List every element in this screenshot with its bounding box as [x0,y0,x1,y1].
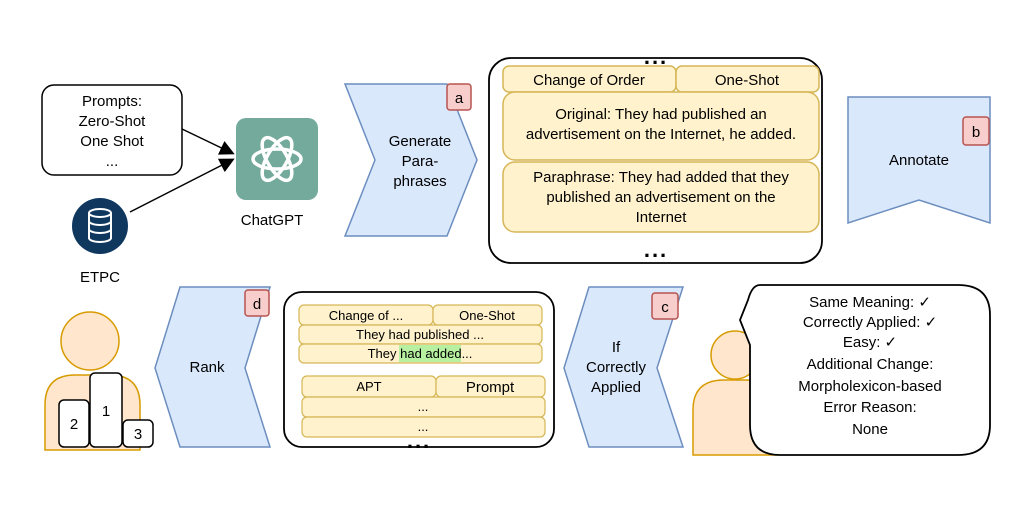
if-applied-line-1: If [612,339,621,356]
badge-d-label: d [253,296,261,313]
generate-line-1: Generate [389,133,452,150]
podium-first [89,372,123,448]
podium-second [58,399,90,448]
prompts-line-1: Prompts: [82,93,142,110]
ranking-highlight [399,345,461,362]
arrow-prompts-to-chatgpt [181,128,235,155]
podium-second-label: 2 [70,416,78,433]
example-paraphrase-line-3: Internet [636,209,688,226]
ranking-dots-row-2 [301,416,546,438]
badge-c [651,292,679,320]
badge-a [446,83,472,111]
annotation-line-1: Same Meaning: ✓ [809,294,931,311]
annotate-step: Annotate b [847,96,991,225]
chatgpt-label: ChatGPT [241,212,304,229]
ranking-prompt-label: Prompt [466,379,515,396]
annotation-line-2: Correctly Applied: ✓ [803,314,937,331]
prompts-line-3: One Shot [80,133,144,150]
example-ellipsis-bottom: ... [644,237,668,262]
badge-c-label: c [661,299,669,316]
ranking-header-left-label: Change of ... [329,308,403,323]
rank-label: Rank [189,359,225,376]
ranking-example-box: Change of ... One-Shot They had publishe… [283,291,555,453]
example-header-left-label: Change of Order [533,72,645,89]
example-header-right-label: One-Shot [715,72,780,89]
annotation-line-4: Additional Change: [807,356,934,373]
if-applied-line-2: Correctly [586,359,647,376]
podium-third-label: 3 [134,426,142,443]
etpc-database-icon [72,198,128,254]
prompts-box: Prompts: Zero-Shot One Shot ... [41,84,183,176]
annotate-label: Annotate [889,152,949,169]
etpc-label: ETPC [80,269,120,286]
ranking-header-right-label: One-Shot [459,308,515,323]
example-original [502,91,820,161]
podium-third [122,419,154,448]
if-correctly-applied-step: If Correctly Applied c [563,286,685,448]
ranking-apt-label: APT [356,379,381,394]
annotation-line-6: Error Reason: [823,399,916,416]
prompts-line-4: ... [106,153,119,170]
badge-b [962,116,990,146]
generate-paraphrases-step: Generate Para- phrases a [343,83,478,237]
ranking-row-2-label: They had added... [368,346,473,361]
chatgpt-logo-icon [236,118,318,200]
arrow-etpc-to-chatgpt [129,158,235,213]
annotation-line-3: Easy: ✓ [843,334,897,351]
podium-first-label: 1 [102,403,110,420]
example-paraphrase-line-2: published an advertisement on the [546,189,775,206]
badge-d [244,289,270,317]
example-original-line-2: advertisement on the Internet, he added. [526,126,796,143]
paraphrase-example-box: ... Change of Order One-Shot Original: T… [488,44,823,264]
annotation-line-7: None [852,421,888,438]
ranking-row-1-label: They had published ... [356,327,484,342]
annotation-line-5: Morpholexicon-based [798,378,941,395]
example-ellipsis-top: ... [644,44,668,69]
rank-step: Rank d [154,286,272,448]
generate-line-3: phrases [393,173,446,190]
example-original-line-1: Original: They had published an [555,106,767,123]
podium-icon: 2 1 3 [58,372,154,448]
badge-a-label: a [455,90,464,107]
generate-line-2: Para- [402,153,439,170]
prompts-line-2: Zero-Shot [79,113,147,130]
if-applied-line-3: Applied [591,379,641,396]
example-paraphrase [502,161,820,233]
example-paraphrase-line-1: Paraphrase: They had added that they [533,169,789,186]
ranking-ellipsis-bottom: ... [407,428,431,453]
ranking-dots-row-2-label: ... [418,419,429,434]
annotation-box: Same Meaning: ✓ Correctly Applied: ✓ Eas… [739,284,991,456]
badge-b-label: b [972,124,980,141]
ranking-dots-row-1-label: ... [418,399,429,414]
